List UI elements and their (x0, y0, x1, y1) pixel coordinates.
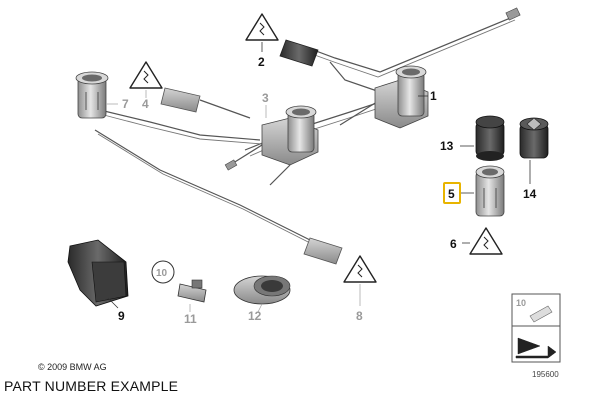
socket-3[interactable] (261, 105, 319, 166)
copyright-text: © 2009 BMW AG (38, 362, 107, 372)
callout-14: 14 (523, 187, 537, 201)
callout-11: 11 (184, 312, 197, 326)
callout-9: 9 (118, 309, 125, 323)
callout-7: 7 (122, 97, 129, 111)
callout-1: 1 (430, 89, 437, 103)
callout-5: 5 (448, 187, 455, 201)
callout-6: 6 (450, 237, 457, 251)
tool-arrow-icon (515, 337, 557, 359)
callout-2: 2 (258, 55, 265, 69)
harness-terminal (505, 7, 521, 21)
socket-7[interactable] (75, 71, 109, 119)
callout-13: 13 (440, 139, 454, 153)
connector-2[interactable] (279, 39, 319, 67)
warning-triangle-icon (469, 227, 503, 255)
bulb-icon (529, 305, 553, 323)
warning-triangle-icon (245, 13, 279, 41)
warning-triangle-icon (129, 61, 163, 89)
cover-9[interactable] (67, 239, 129, 307)
leader-lines (106, 42, 531, 313)
socket-1[interactable] (374, 65, 429, 129)
legend-label: 10 (516, 298, 526, 308)
harness-terminal (224, 159, 238, 171)
callout-12: 12 (248, 309, 262, 323)
callout-3: 3 (262, 91, 269, 105)
connector-4[interactable] (160, 87, 201, 113)
cap-13[interactable] (475, 115, 505, 161)
reference-number: 195600 (532, 370, 559, 379)
connector-11[interactable] (177, 279, 207, 303)
connector-8[interactable] (303, 237, 343, 265)
callout-8: 8 (356, 309, 363, 323)
callout-4: 4 (142, 97, 149, 111)
highlight-box (443, 182, 461, 204)
socket-12[interactable] (233, 275, 291, 305)
callout-10: 10 (156, 268, 168, 279)
insert-14[interactable] (519, 117, 549, 159)
legend-box: 10 (511, 293, 561, 363)
socket-5[interactable] (475, 165, 505, 217)
warning-triangle-icon (343, 255, 377, 283)
callout-labels: 1 2 3 4 5 6 7 8 9 10 11 12 13 14 (118, 55, 537, 326)
ring-10[interactable] (151, 260, 175, 284)
caption-text: PART NUMBER EXAMPLE (4, 378, 179, 394)
